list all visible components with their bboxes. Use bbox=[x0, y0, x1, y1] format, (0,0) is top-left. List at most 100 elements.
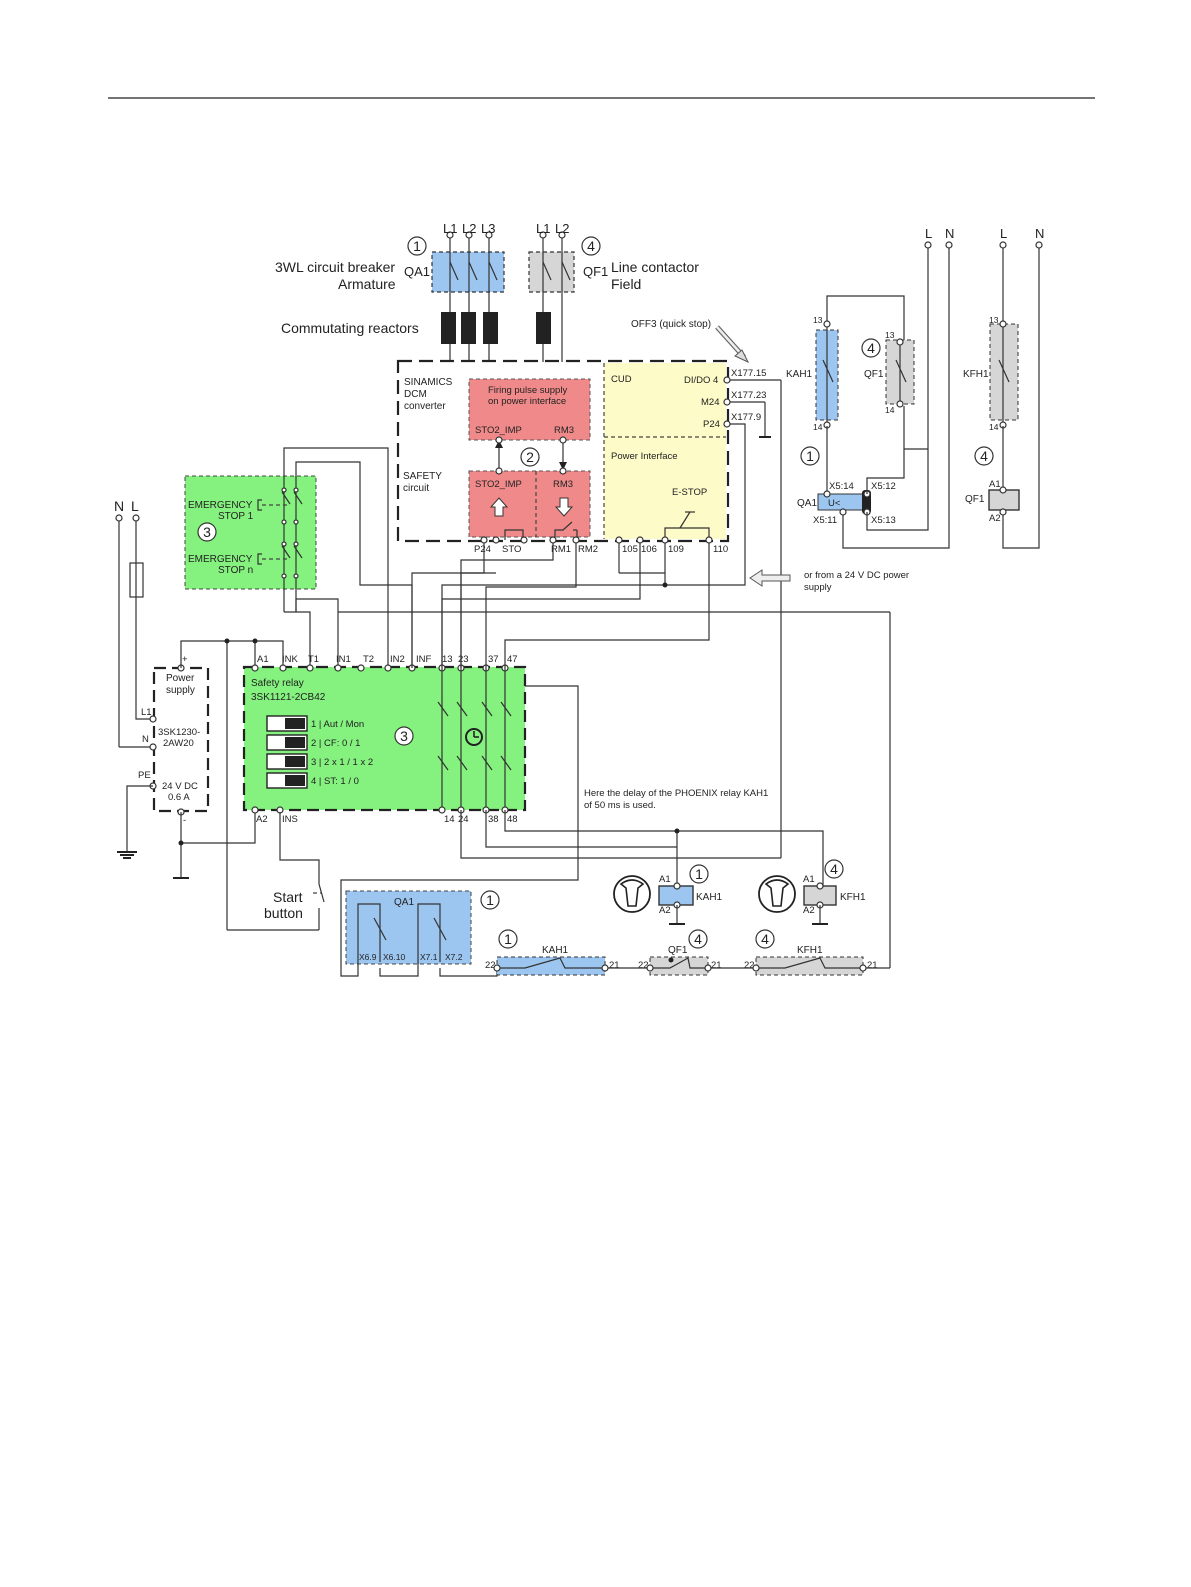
contactor-qf1: QF1 bbox=[583, 264, 608, 279]
svg-text:A1: A1 bbox=[257, 654, 269, 665]
callout-4: 4 bbox=[755, 929, 775, 949]
svg-text:13: 13 bbox=[989, 315, 999, 325]
svg-text:48: 48 bbox=[507, 814, 518, 825]
svg-text:2 | CF: 0 / 1: 2 | CF: 0 / 1 bbox=[311, 738, 360, 749]
svg-text:N: N bbox=[945, 226, 954, 241]
safety-circuit-1: SAFETY bbox=[403, 471, 442, 482]
x177-23: X177.23 bbox=[731, 390, 766, 401]
svg-text:21: 21 bbox=[609, 960, 620, 971]
estopn-label-2: STOP n bbox=[218, 565, 253, 576]
svg-text:X5:13: X5:13 bbox=[871, 515, 896, 526]
callout-4: 4 bbox=[688, 929, 708, 949]
kfh1-coil: A1 A2 KFH1 bbox=[803, 874, 866, 925]
svg-text:3 | 2 x 1 / 1 x 2: 3 | 2 x 1 / 1 x 2 bbox=[311, 757, 373, 768]
svg-text:14: 14 bbox=[813, 422, 823, 432]
off3-label: OFF3 (quick stop) bbox=[631, 319, 711, 330]
svg-text:Firing pulse supply: Firing pulse supply bbox=[488, 385, 567, 396]
svg-text:13: 13 bbox=[442, 654, 453, 665]
converter-name-3: converter bbox=[404, 401, 446, 412]
callout-2: 2 bbox=[520, 447, 540, 467]
svg-text:P24: P24 bbox=[474, 544, 491, 555]
safety-circuit-2: circuit bbox=[403, 483, 429, 494]
contactor-title: Line contactor bbox=[611, 259, 699, 275]
clock-icon bbox=[465, 728, 483, 746]
svg-text:L: L bbox=[925, 226, 932, 241]
ext-supply-2: supply bbox=[804, 582, 832, 593]
qa1-l3: L3 bbox=[481, 221, 495, 236]
svg-text:QF1: QF1 bbox=[864, 369, 884, 380]
relay-title: Safety relay bbox=[251, 678, 304, 689]
callout-4: 4 bbox=[581, 236, 601, 256]
svg-text:1: 1 bbox=[504, 931, 512, 947]
svg-text:22: 22 bbox=[744, 960, 755, 971]
svg-text:1 | Aut / Mon: 1 | Aut / Mon bbox=[311, 719, 364, 730]
svg-text:1: 1 bbox=[695, 866, 703, 882]
kah1-contact: 13 14 KAH1 bbox=[786, 315, 839, 432]
ext-supply-1: or from a 24 V DC power bbox=[804, 570, 909, 581]
qa1-undervoltage: U< X5:14 X5:12 X5:11 X5:13 QA1 bbox=[797, 426, 929, 531]
svg-text:13: 13 bbox=[885, 330, 895, 340]
svg-text:T1: T1 bbox=[308, 654, 319, 665]
qf1-l1: L1 bbox=[536, 221, 550, 236]
callout-3: 3 bbox=[394, 726, 414, 746]
svg-text:L1: L1 bbox=[141, 707, 152, 718]
svg-text:A2: A2 bbox=[659, 905, 671, 916]
relay-top-terminals: A1 INK T1 IN1 T2 IN2 INF 13 23 37 47 bbox=[257, 654, 518, 665]
estopn-label-1: EMERGENCY bbox=[188, 554, 253, 565]
svg-text:RM2: RM2 bbox=[578, 544, 598, 555]
svg-text:A2: A2 bbox=[256, 814, 268, 825]
svg-text:A2: A2 bbox=[989, 513, 1001, 524]
svg-text:T2: T2 bbox=[363, 654, 374, 665]
converter-name-1: SINAMICS bbox=[404, 377, 453, 388]
ps-model-2: 2AW20 bbox=[163, 738, 194, 749]
svg-text:22: 22 bbox=[485, 960, 496, 971]
svg-text:A1: A1 bbox=[989, 479, 1001, 490]
estop1-label-2: STOP 1 bbox=[218, 511, 254, 522]
converter-name-2: DCM bbox=[404, 389, 427, 400]
callout-1: 1 bbox=[480, 890, 500, 910]
svg-text:4: 4 bbox=[980, 448, 988, 464]
svg-text:3: 3 bbox=[203, 524, 211, 540]
svg-text:IN1: IN1 bbox=[336, 654, 351, 665]
x177-15: X177.15 bbox=[731, 368, 766, 379]
start-label-2: button bbox=[264, 905, 303, 921]
converter-box bbox=[396, 359, 730, 543]
sto-box: STO2_IMP RM3 bbox=[468, 470, 591, 540]
svg-text:109: 109 bbox=[668, 544, 684, 555]
svg-text:STO: STO bbox=[502, 544, 521, 555]
callout-3: 3 bbox=[197, 522, 217, 542]
converter-terminals: P24 STO RM1 RM2 105 106 109 110 bbox=[474, 536, 728, 555]
svg-text:QA1: QA1 bbox=[797, 498, 817, 509]
svg-text:A1: A1 bbox=[659, 874, 671, 885]
svg-text:4: 4 bbox=[761, 931, 769, 947]
breaker-armature: Armature bbox=[338, 276, 396, 292]
svg-text:47: 47 bbox=[507, 654, 518, 665]
relay-bottom-terminals: A2 INS 14 24 38 48 bbox=[256, 814, 518, 825]
ps-title-2: supply bbox=[166, 685, 195, 696]
cud-label: CUD bbox=[611, 374, 632, 385]
svg-text:KAH1: KAH1 bbox=[542, 945, 569, 956]
callout-1: 1 bbox=[800, 446, 820, 466]
svg-text:PE: PE bbox=[138, 770, 151, 781]
svg-text:KFH1: KFH1 bbox=[840, 892, 866, 903]
firing-pulse-box: Firing pulse supply on power interface S… bbox=[468, 378, 591, 441]
svg-text:1: 1 bbox=[486, 892, 494, 908]
qf1-l2: L2 bbox=[555, 221, 569, 236]
kah1-nc-contact bbox=[496, 956, 606, 976]
dido4-label: DI/DO 4 bbox=[684, 375, 718, 386]
svg-text:IN2: IN2 bbox=[390, 654, 405, 665]
callout-1: 1 bbox=[407, 236, 427, 256]
svg-text:QA1: QA1 bbox=[394, 897, 414, 908]
svg-text:4: 4 bbox=[830, 861, 838, 877]
svg-text:X6.10: X6.10 bbox=[383, 952, 405, 962]
svg-text:X5:12: X5:12 bbox=[871, 481, 896, 492]
relay-contacts bbox=[437, 668, 512, 810]
svg-text:21: 21 bbox=[867, 960, 878, 971]
callout-4: 4 bbox=[824, 859, 844, 879]
breaker-title: 3WL circuit breaker bbox=[275, 259, 395, 275]
estop-label: E-STOP bbox=[672, 487, 707, 498]
ps-rating-1: 24 V DC bbox=[162, 781, 198, 792]
svg-text:INS: INS bbox=[282, 814, 298, 825]
svg-text:23: 23 bbox=[458, 654, 469, 665]
p24-label: P24 bbox=[703, 419, 720, 430]
